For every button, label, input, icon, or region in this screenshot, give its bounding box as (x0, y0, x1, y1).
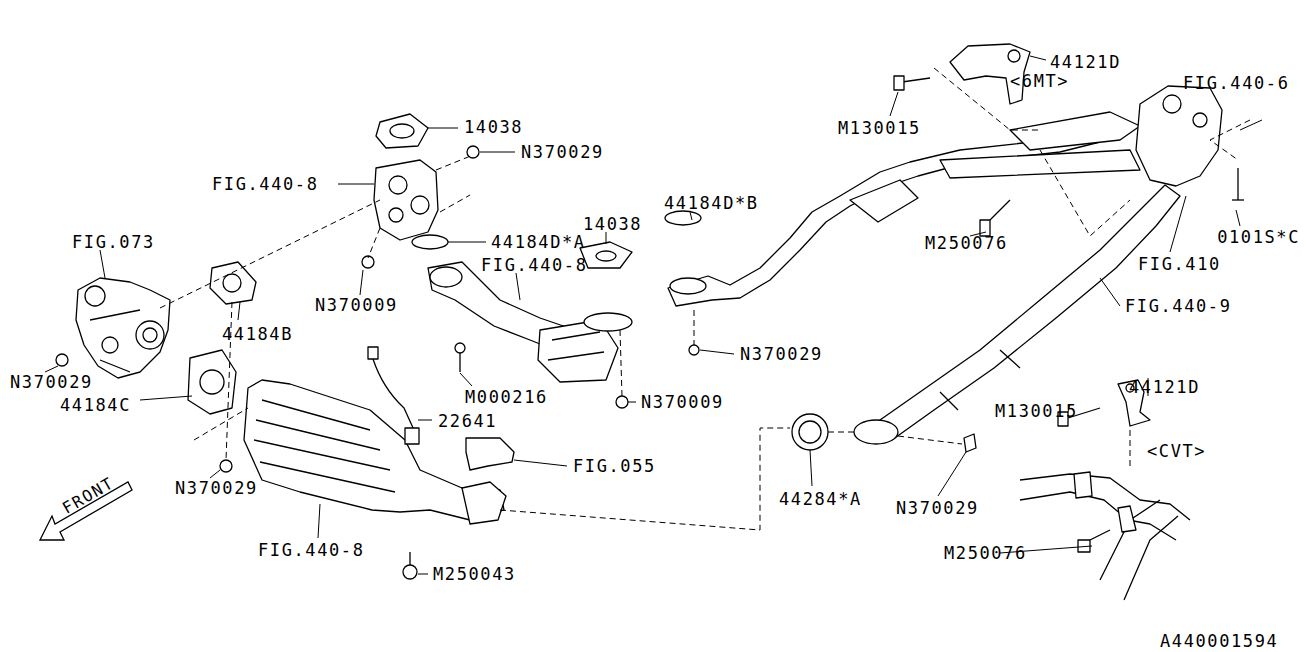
callout-label: 44184D*A (491, 234, 586, 251)
callout-label: A440001594 (1160, 633, 1278, 650)
callout-label: 44284*A (779, 491, 862, 508)
callout-label: N370029 (740, 346, 823, 363)
callout-label: FIG.440-9 (1125, 298, 1232, 315)
callout-label: FIG.055 (573, 458, 656, 475)
callout-label: 0101S*C (1217, 229, 1300, 246)
callout-label: 44184C (60, 397, 131, 414)
callout-label: 22641 (438, 413, 497, 430)
callout-label: 14038 (464, 119, 523, 136)
callout-label: <6MT> (1010, 73, 1069, 90)
callout-label: M250043 (433, 566, 516, 583)
callout-label: N370029 (896, 500, 979, 517)
callout-label: FIG.440-8 (258, 542, 365, 559)
callout-label: FIG.440-8 (212, 176, 319, 193)
callout-label: N370009 (315, 297, 398, 314)
callout-label: 14038 (583, 216, 642, 233)
callout-label: N370029 (175, 480, 258, 497)
callout-label: M130015 (995, 403, 1078, 420)
callout-label: FIG.410 (1138, 256, 1221, 273)
callout-label: M000216 (465, 389, 548, 406)
callout-label: <CVT> (1147, 443, 1206, 460)
callout-label: M250076 (944, 545, 1027, 562)
callout-label: 44121D (1050, 54, 1121, 71)
callout-label: FIG.440-8 (481, 257, 588, 274)
callout-label: FIG.073 (72, 234, 155, 251)
callout-label: M250076 (925, 235, 1008, 252)
callout-label: 44184B (222, 326, 293, 343)
callout-label: N370029 (10, 374, 93, 391)
callout-label: N370029 (521, 144, 604, 161)
callout-label: 44184D*B (664, 195, 759, 212)
callout-label: FIG.440-6 (1183, 75, 1290, 92)
callout-label: M130015 (838, 120, 921, 137)
callout-label: N370009 (641, 394, 724, 411)
callout-label: 44121D (1129, 379, 1200, 396)
